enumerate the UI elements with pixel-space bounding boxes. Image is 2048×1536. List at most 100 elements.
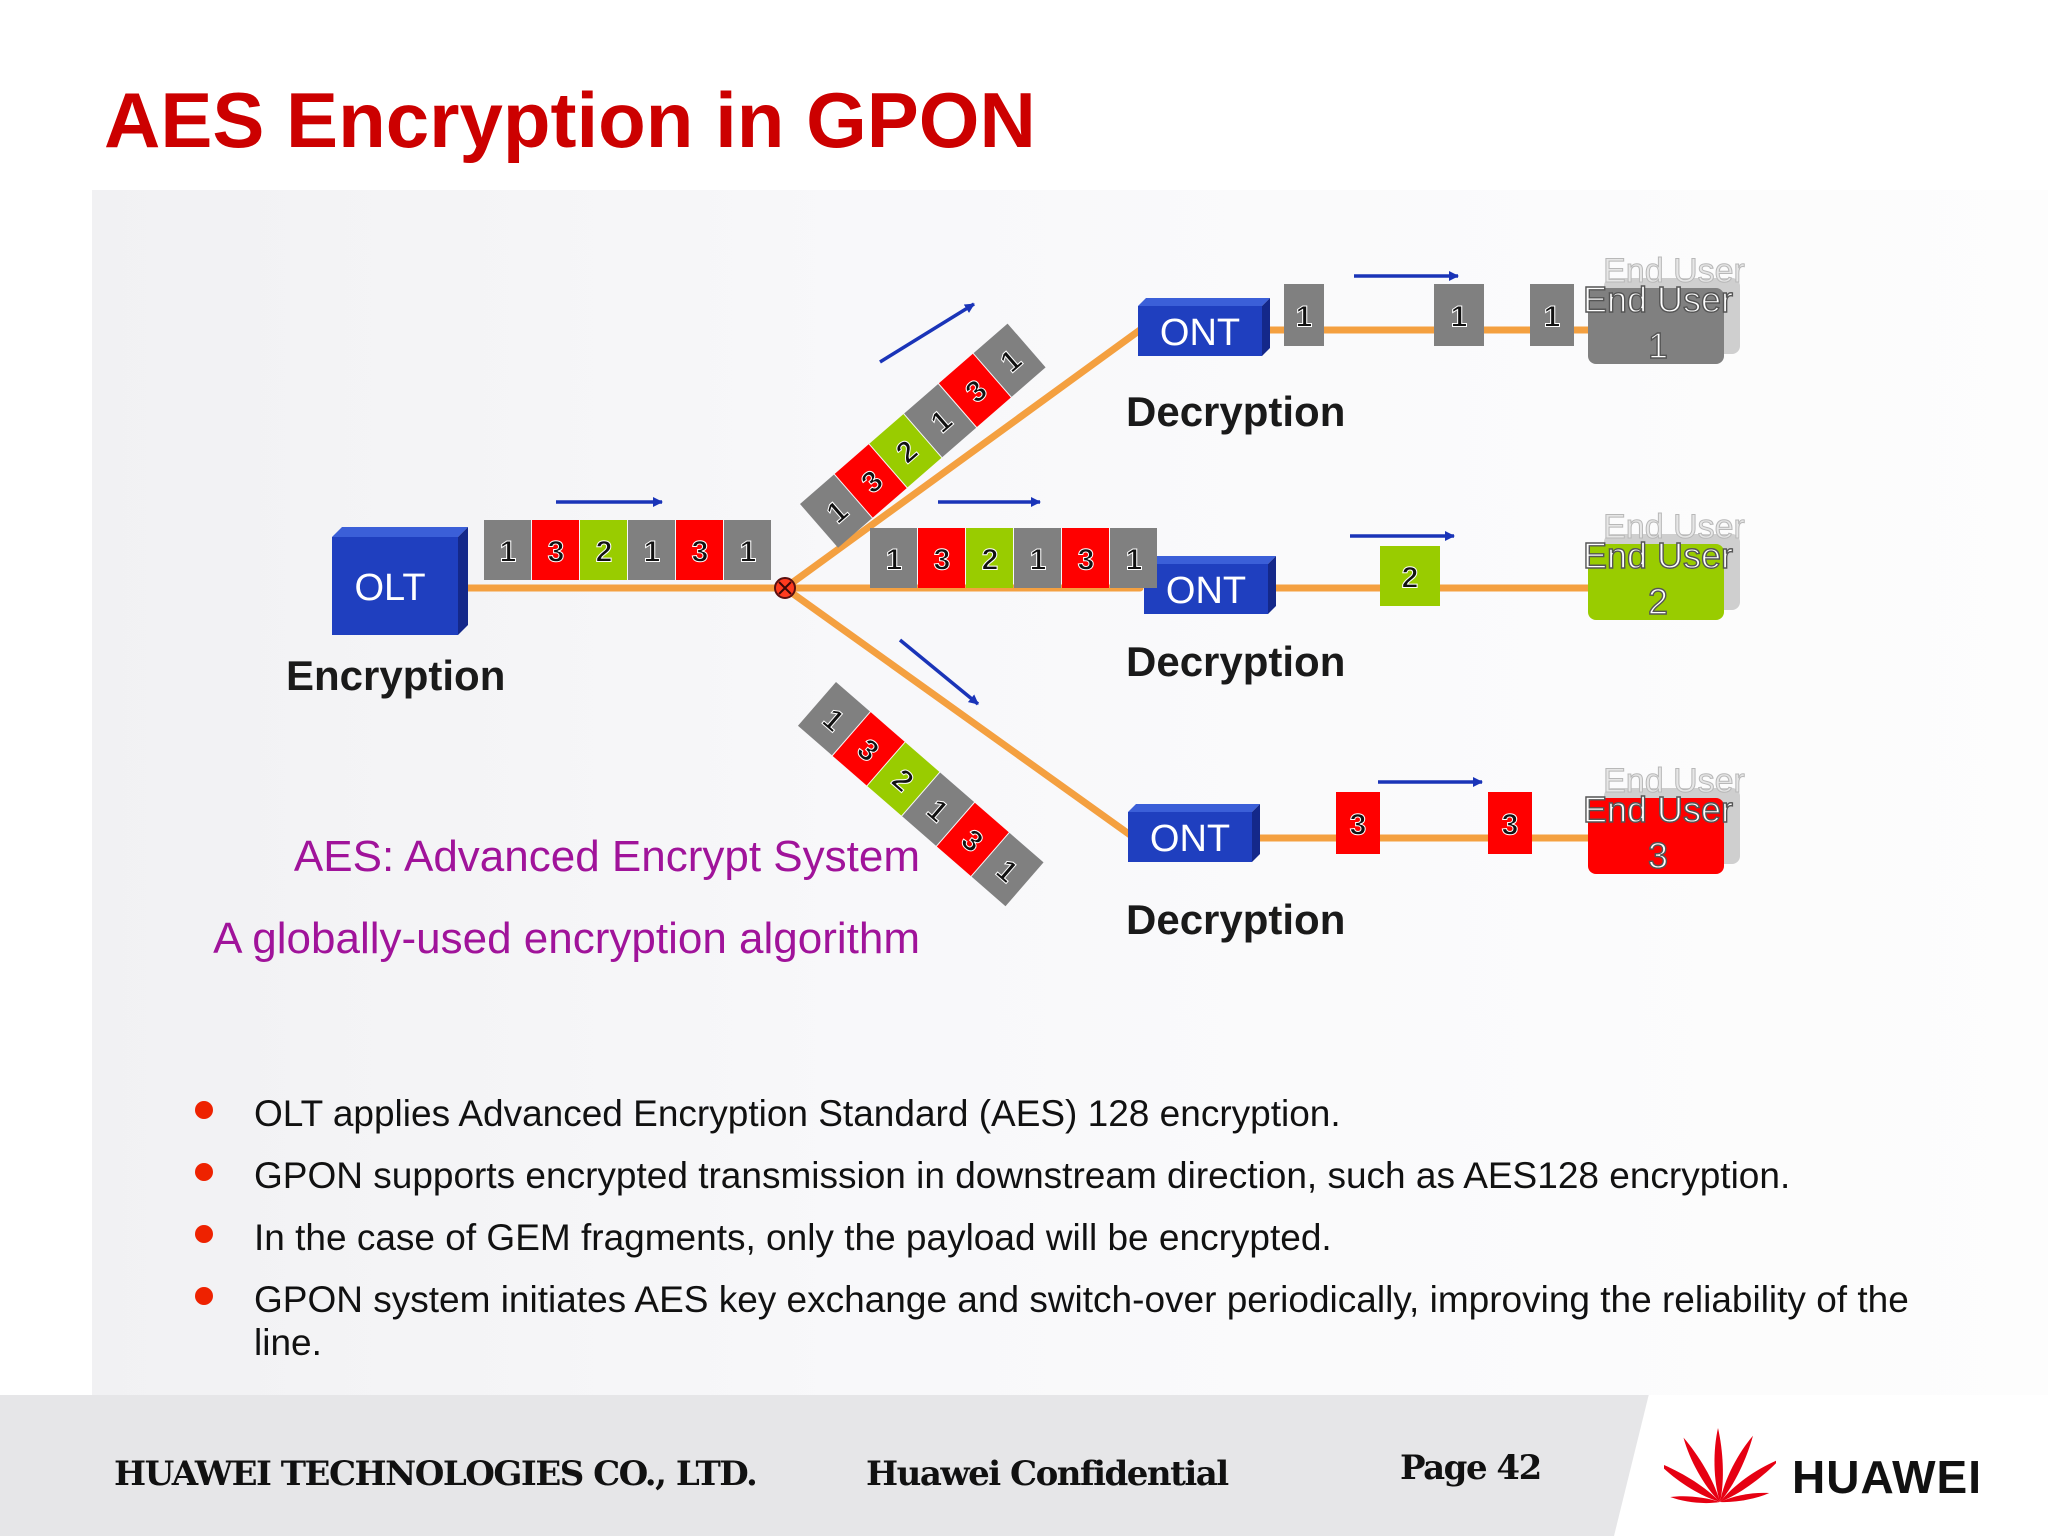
packet-user-2: 2 <box>1380 546 1440 606</box>
packet-cell <box>1110 528 1157 588</box>
packet-cell <box>800 474 873 548</box>
packet-number: 2 <box>1402 562 1419 595</box>
end-user-label: End User <box>1583 535 1733 576</box>
encryption-label: Encryption <box>286 652 506 699</box>
packet-cell <box>1488 792 1532 854</box>
bullet-list: OLT applies Advanced Encryption Standard… <box>186 1092 1986 1383</box>
fiber-line <box>781 326 1144 592</box>
end-user-shadow-label: End User <box>1603 762 1745 800</box>
packet-user-1a: 1 <box>1284 284 1324 346</box>
packet-cell <box>628 520 675 580</box>
aes-definition: AES: Advanced Encrypt System <box>293 832 920 881</box>
end-user-body <box>1588 798 1724 874</box>
packet-number: 1 <box>886 544 903 577</box>
packet-cell <box>1434 284 1484 346</box>
packet-cell <box>936 802 1009 877</box>
end-user-number: 2 <box>1648 581 1668 622</box>
packet-number: 3 <box>934 544 951 577</box>
packet-cell <box>580 520 627 580</box>
bullet-item: GPON supports encrypted transmission in … <box>186 1154 1986 1197</box>
ont-box <box>1128 804 1260 862</box>
packet-cell <box>676 520 723 580</box>
packet-cell <box>834 444 907 518</box>
packet-number: 1 <box>1030 544 1047 577</box>
packet-cell <box>1062 528 1109 588</box>
bullet-item: OLT applies Advanced Encryption Standard… <box>186 1092 1986 1135</box>
splitter-cross <box>778 581 792 595</box>
decryption-label-1: Decryption <box>1126 388 1346 435</box>
ont-label: ONT <box>1166 570 1246 612</box>
packet-number: 3 <box>1078 544 1095 577</box>
footer-confidential: Huawei Confidential <box>866 1454 1229 1494</box>
packet-cell <box>902 772 975 846</box>
packet-number: 1 <box>1296 301 1313 334</box>
packet-user-3b: 3 <box>1488 792 1532 854</box>
aes-description: A globally-used encryption algorithm <box>213 914 920 963</box>
packet-number: 1 <box>644 536 661 569</box>
packet-number: 1 <box>1544 301 1561 334</box>
packet-number: 3 <box>1350 809 1367 842</box>
decryption-label-3: Decryption <box>1126 896 1346 943</box>
packet-cell <box>1380 546 1440 606</box>
packet-cell <box>1284 284 1324 346</box>
slide-title: AES Encryption in GPON <box>104 76 1036 164</box>
direction-arrow-icon <box>879 302 975 364</box>
packet-number: 1 <box>500 536 517 569</box>
bullet-item: In the case of GEM fragments, only the p… <box>186 1216 1986 1259</box>
end-user-body <box>1588 544 1724 620</box>
end-user-shadow-label: End User <box>1603 508 1745 546</box>
packet-user-1c: 1 <box>1530 284 1574 346</box>
packet-cell <box>867 742 940 816</box>
end-user-label: End User <box>1583 789 1733 830</box>
packet-number: 3 <box>548 536 565 569</box>
packet-user-3a: 3 <box>1336 792 1380 854</box>
end-user-number: 1 <box>1648 325 1668 366</box>
packet-cell <box>484 520 531 580</box>
packet-cell <box>797 682 870 756</box>
packet-number: 2 <box>596 536 613 569</box>
packet-number: 1 <box>1126 544 1143 577</box>
huawei-logo-text: HUAWEI <box>1792 1451 1982 1503</box>
packet-cell <box>904 383 977 458</box>
ont-label: ONT <box>1160 312 1240 354</box>
end-user-shadow-label: End User <box>1603 252 1745 290</box>
packet-cell <box>832 712 905 786</box>
direction-arrow-icon <box>898 638 980 706</box>
fiber-line <box>781 584 1144 846</box>
packet-user-1b: 1 <box>1434 284 1484 346</box>
packet-cell <box>973 323 1046 397</box>
olt-label: OLT <box>354 567 425 609</box>
footer-page-number: Page 42 <box>1400 1448 1542 1488</box>
packet-cell <box>918 528 965 588</box>
ont-box <box>1144 556 1276 614</box>
packet-number: 3 <box>1502 809 1519 842</box>
packet-cell <box>938 353 1011 428</box>
decryption-label-2: Decryption <box>1126 638 1346 685</box>
packet-cell <box>1530 284 1574 346</box>
footer-logo-area <box>1614 1395 2048 1536</box>
packet-cell <box>532 520 579 580</box>
packet-cell <box>869 414 942 488</box>
packet-cell <box>870 528 917 588</box>
packet-cell <box>1336 792 1380 854</box>
olt-box <box>332 527 468 635</box>
ont-box <box>1138 298 1270 356</box>
packet-cell <box>966 528 1013 588</box>
ont-label: ONT <box>1150 818 1230 860</box>
packet-number: 1 <box>1451 301 1468 334</box>
huawei-logo-icon <box>1664 1428 1776 1504</box>
packet-cell <box>1014 528 1061 588</box>
end-user-body <box>1588 288 1724 364</box>
packet-number: 3 <box>692 536 709 569</box>
packet-number: 1 <box>740 536 757 569</box>
end-user-number: 3 <box>1648 835 1668 876</box>
bullet-item: GPON system initiates AES key exchange a… <box>186 1278 1986 1364</box>
